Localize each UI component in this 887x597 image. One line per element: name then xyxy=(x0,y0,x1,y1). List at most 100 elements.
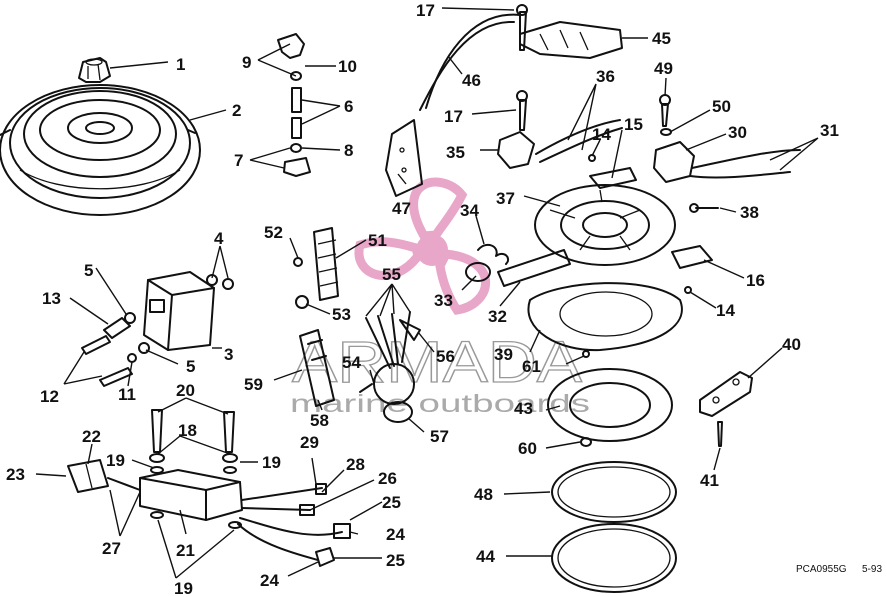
part-3-ignition-coil xyxy=(143,271,215,351)
callout-39: 39 xyxy=(494,345,513,364)
callout-44: 44 xyxy=(476,547,495,566)
part-38-screw xyxy=(689,203,719,213)
part-35-timer-mount xyxy=(497,131,535,169)
callout-24b: 24 xyxy=(260,571,279,590)
part-55-leads xyxy=(365,311,411,369)
callout-37: 37 xyxy=(496,189,515,208)
callout-34: 34 xyxy=(460,201,479,220)
callout-17b: 17 xyxy=(444,107,463,126)
callout-53: 53 xyxy=(332,305,351,324)
watermark-brand: ARMADA xyxy=(292,330,582,395)
part-15-clip xyxy=(589,167,637,189)
callout-25a: 25 xyxy=(382,493,401,512)
watermark: ARMADA marine outboards xyxy=(290,177,590,418)
part-61-screw xyxy=(582,350,590,358)
part-5-washers xyxy=(124,312,150,354)
callout-61: 61 xyxy=(522,357,541,376)
callout-5b: 5 xyxy=(186,357,195,376)
callout-35: 35 xyxy=(446,143,465,162)
part-16-clip xyxy=(671,245,713,269)
callout-51: 51 xyxy=(368,231,387,250)
part-33-bushing xyxy=(465,262,491,282)
callout-31: 31 xyxy=(820,121,839,140)
callout-48: 48 xyxy=(474,485,493,504)
part-9-spark-plug-boot xyxy=(277,33,305,59)
part-44-ring xyxy=(551,523,677,593)
callout-11: 11 xyxy=(118,385,136,404)
part-48-ring xyxy=(551,461,677,523)
callout-9: 9 xyxy=(242,53,251,72)
callout-55: 55 xyxy=(382,265,401,284)
callout-47: 47 xyxy=(392,199,411,218)
callout-40: 40 xyxy=(782,335,801,354)
callout-30: 30 xyxy=(728,123,747,142)
callout-59: 59 xyxy=(244,375,263,394)
callout-14a: 14 xyxy=(592,125,611,144)
callout-26: 26 xyxy=(378,469,397,488)
part-8-washer xyxy=(290,143,302,153)
part-34-spring xyxy=(477,243,510,265)
callout-29: 29 xyxy=(300,433,319,452)
callout-41: 41 xyxy=(700,471,719,490)
part-36-cable xyxy=(535,119,623,163)
part-53-grommet xyxy=(295,295,309,309)
callout-10: 10 xyxy=(338,57,357,76)
part-56-clip xyxy=(399,319,421,341)
part-43-cam-ring xyxy=(547,368,673,442)
callout-6: 6 xyxy=(344,97,353,116)
callout-20: 20 xyxy=(176,381,195,400)
callout-2: 2 xyxy=(232,101,241,120)
callout-58: 58 xyxy=(310,411,329,430)
callout-43: 43 xyxy=(514,399,533,418)
callout-24a: 24 xyxy=(386,525,405,544)
callout-56: 56 xyxy=(436,347,455,366)
callout-18: 18 xyxy=(178,421,197,440)
part-52-screw xyxy=(293,257,303,267)
callout-57: 57 xyxy=(430,427,449,446)
propeller-logo-icon xyxy=(354,177,491,315)
callout-52: 52 xyxy=(264,223,283,242)
part-47-connector-plate xyxy=(385,119,423,197)
part-27-lead-wires xyxy=(107,477,141,491)
part-37-armature-plate xyxy=(534,184,676,266)
part-6-lead-segments xyxy=(291,87,302,139)
callout-14b: 14 xyxy=(716,301,735,320)
part-58-59-bracket xyxy=(299,329,335,407)
callout-36: 36 xyxy=(596,67,615,86)
callout-7: 7 xyxy=(234,151,243,170)
callout-23: 23 xyxy=(6,465,25,484)
callout-19b: 19 xyxy=(262,453,281,472)
part-57-plug xyxy=(383,401,413,423)
part-51-terminal-block xyxy=(313,227,339,301)
callout-25b: 25 xyxy=(386,551,405,570)
callout-17a: 17 xyxy=(416,1,435,20)
part-39-retainer-plate xyxy=(527,282,683,352)
callout-1: 1 xyxy=(176,55,185,74)
part-17-bolts xyxy=(516,4,528,131)
footer-date-code: 5-93 xyxy=(862,564,882,575)
part-41-screw xyxy=(717,421,723,447)
callout-33: 33 xyxy=(434,291,453,310)
callout-13: 13 xyxy=(42,289,61,308)
callout-54: 54 xyxy=(342,353,361,372)
part-2-flywheel xyxy=(0,84,201,216)
part-49-screw xyxy=(659,94,671,127)
part-19-grommets xyxy=(150,466,242,529)
callout-19c: 19 xyxy=(174,579,193,597)
leader-lines xyxy=(35,7,819,579)
part-21-power-pack xyxy=(139,469,243,521)
part-25-26-connectors xyxy=(237,517,351,567)
callout-60: 60 xyxy=(518,439,537,458)
callout-3: 3 xyxy=(224,345,233,364)
part-22-connector xyxy=(67,459,109,493)
callout-46: 46 xyxy=(462,71,481,90)
callout-4: 4 xyxy=(214,229,224,248)
part-18-washers xyxy=(149,453,238,463)
callout-27: 27 xyxy=(102,539,121,558)
part-30-stator-coil xyxy=(653,141,695,183)
callout-16: 16 xyxy=(746,271,765,290)
callout-19a: 19 xyxy=(106,451,125,470)
callout-49: 49 xyxy=(654,59,673,78)
